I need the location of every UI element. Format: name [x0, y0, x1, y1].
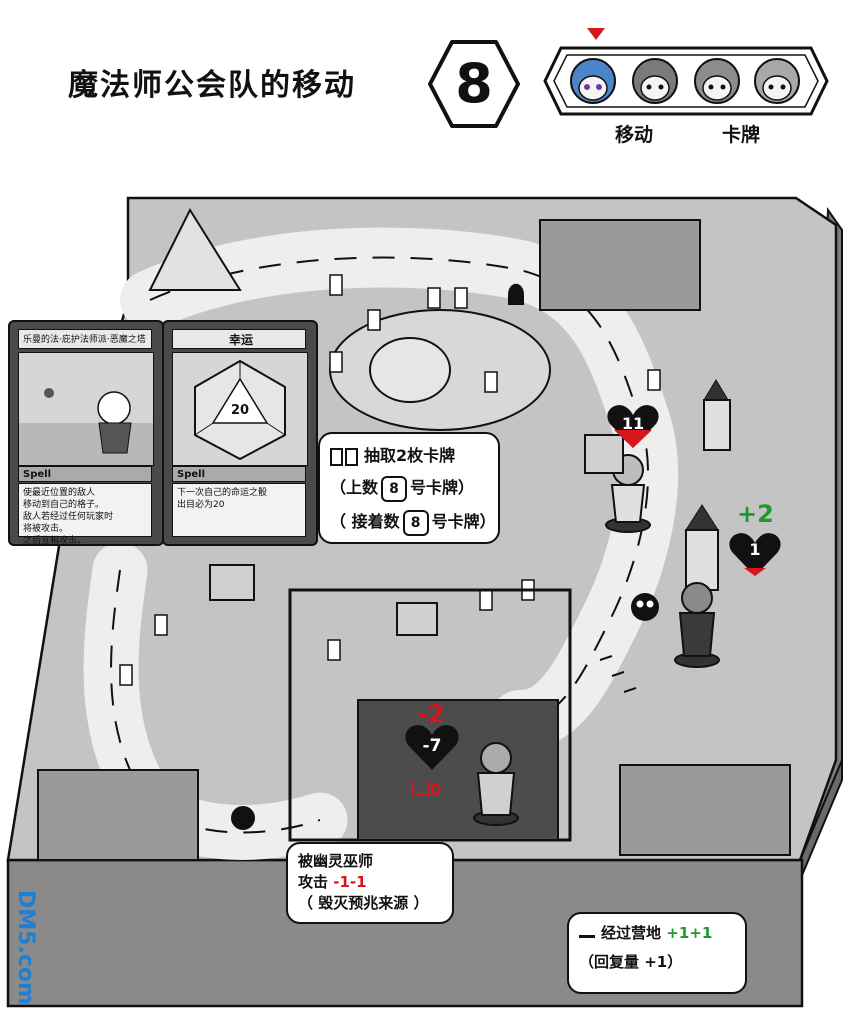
player-figure-ghost-wizard	[473, 742, 519, 826]
card-name: 乐曼的法·庇护法师派·恶魔之塔	[18, 329, 152, 349]
card-type: Spell	[172, 466, 306, 482]
chest-icon	[396, 602, 438, 636]
cards-icon	[330, 447, 343, 466]
die-value: 20	[230, 403, 250, 418]
card-text: 下一次自己的命运之骰 出目必为20	[172, 483, 306, 537]
card-text: 使最近位置的敌人 移动到自己的格子。 敌人若经过任何玩家时 将被攻击。 之后互相…	[18, 483, 152, 546]
hexagon-frame	[428, 40, 520, 128]
chest-icon	[209, 564, 255, 601]
attack-bubble: 被幽灵巫师 攻击 -1-1 （ 毁灭预兆来源 ）	[286, 842, 454, 924]
score-loss: -2	[418, 700, 445, 728]
chest-icon	[584, 434, 624, 474]
attack-damage: -1-1	[333, 873, 367, 891]
draw-line-1: 抽取2枚卡牌	[364, 446, 456, 465]
portrait-mage-blue-icon	[570, 58, 616, 104]
round-number: 8	[455, 52, 493, 115]
player-figure-girl	[674, 582, 720, 668]
portrait-girl-grey-icon	[694, 58, 740, 104]
round-counter: 8	[428, 38, 520, 130]
heart-hp-wizard: -7	[404, 722, 460, 772]
portrait-girl-light-icon	[754, 58, 800, 104]
score-gain: +2	[737, 500, 774, 528]
card-name: 幸运	[172, 329, 306, 349]
tent-icon	[148, 207, 242, 291]
camp-line-2: （回复量 +1）	[579, 953, 683, 971]
d20-die-icon	[194, 359, 286, 461]
watermark-logo: DM5.com	[13, 890, 38, 1005]
card-type: Spell	[18, 466, 152, 482]
ghost-icon	[508, 283, 524, 305]
campfire-icon	[579, 923, 595, 938]
camp-bubble: 经过营地 +1+1 （回复量 +1）	[567, 912, 747, 994]
page-title: 魔法师公会队的移动	[68, 68, 356, 103]
card-art: 20	[172, 352, 308, 466]
attack-line-3: （ 毁灭预兆来源 ）	[298, 894, 429, 912]
move-count: 0	[412, 780, 441, 799]
spell-card-summon[interactable]: 乐曼的法·庇护法师派·恶魔之塔 Spell 使最近位置的敌人 移动到自己的格子。…	[8, 320, 164, 546]
turn-order-bar	[543, 44, 829, 118]
hex-number-icon: 8	[402, 510, 429, 536]
card-art	[18, 352, 154, 466]
skull-icon	[631, 593, 659, 621]
ghost-orb-icon	[231, 806, 255, 830]
turn-label-move: 移动	[615, 124, 654, 146]
current-turn-marker-icon	[587, 28, 605, 40]
boot-icon	[412, 781, 430, 795]
heal-amount: +1+1	[666, 924, 713, 942]
spell-card-luck[interactable]: 幸运 20 Spell 下一次自己的命运之骰 出目必为20	[162, 320, 318, 546]
portrait-girl-pigtails-icon	[632, 58, 678, 104]
attack-line-1: 被幽灵巫师	[298, 852, 374, 870]
turn-label-cards: 卡牌	[722, 124, 761, 146]
heart-hp-mage: 11	[606, 402, 660, 450]
heart-hp-girl: 1	[728, 530, 782, 578]
hex-number-icon: 8	[381, 476, 408, 502]
